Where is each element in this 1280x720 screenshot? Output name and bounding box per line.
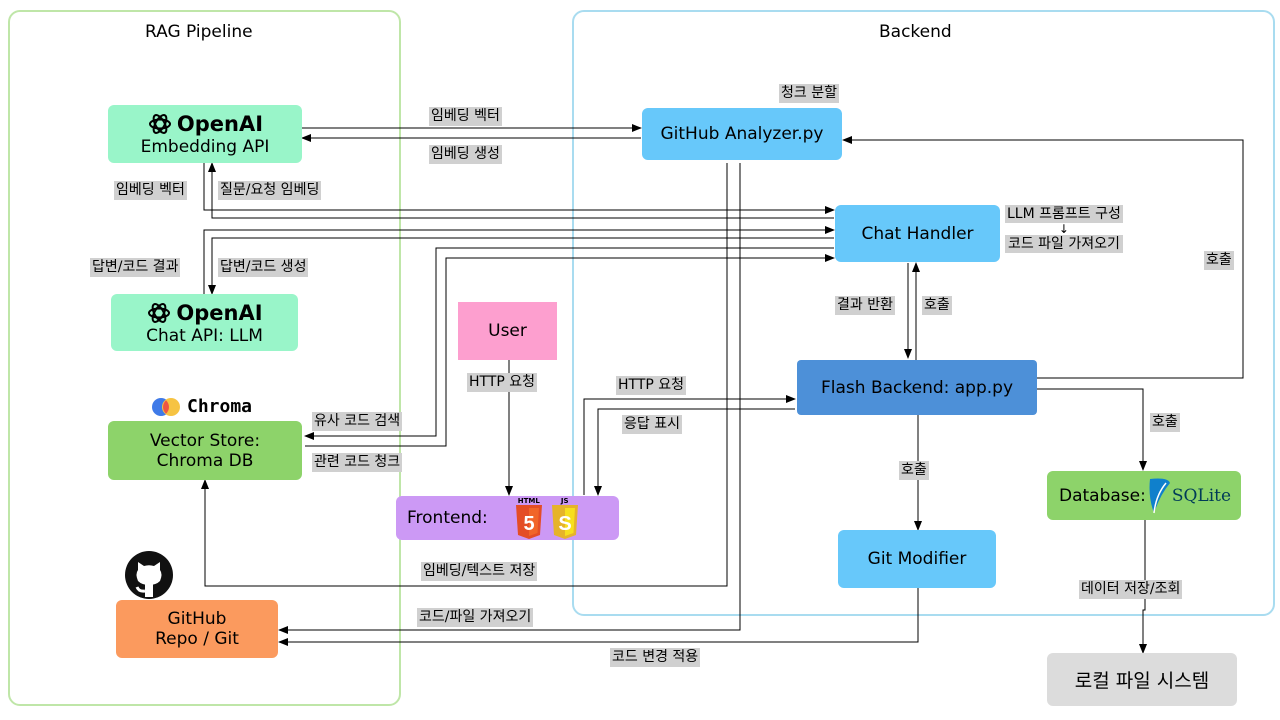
flash-backend-node[interactable]: Flash Backend: app.py — [797, 360, 1037, 415]
local-filesystem-label: 로컬 파일 시스템 — [1074, 670, 1210, 692]
llm-prompt-note: LLM 프롬프트 구성 ↓ 코드 파일 가져오기 — [1005, 205, 1123, 253]
related-code-chunk-label: 관련 코드 청크 — [312, 453, 403, 472]
embedding-vector-left-label: 임베딩 벡터 — [114, 181, 187, 200]
backend-group — [572, 10, 1275, 616]
git-modifier-node[interactable]: Git Modifier — [838, 530, 996, 588]
frontend-badges: HTML 5 JS S — [514, 497, 580, 539]
vector-store-line1: Vector Store: — [149, 430, 261, 451]
github-analyzer-node[interactable]: GitHub Analyzer.py — [642, 108, 842, 160]
answer-generate-label: 답변/코드 생성 — [218, 258, 309, 277]
database-node[interactable]: Database: SQLite — [1047, 471, 1241, 520]
openai-icon — [148, 114, 171, 134]
database-label: Database: — [1059, 485, 1146, 506]
user-label: User — [488, 321, 527, 341]
vector-store-node[interactable]: Vector Store: Chroma DB — [108, 421, 302, 480]
embedding-vector-top-label: 임베딩 벡터 — [429, 107, 502, 126]
result-return-label: 결과 반환 — [835, 296, 895, 315]
svg-text:S: S — [558, 513, 571, 535]
github-repo-line2: Repo / Git — [155, 629, 239, 649]
call-right-label: 호출 — [1204, 251, 1234, 270]
rag-pipeline-title: RAG Pipeline — [145, 22, 253, 42]
response-display-label: 응답 표시 — [622, 415, 682, 434]
question-embedding-label: 질문/요청 임베딩 — [218, 181, 322, 200]
embedding-text-store-label: 임베딩/텍스트 저장 — [421, 562, 538, 581]
github-repo-line1: GitHub — [167, 609, 227, 629]
frontend-node[interactable]: Frontend: HTML 5 JS S — [396, 496, 619, 540]
http-request-fe-label: HTTP 요청 — [616, 376, 687, 395]
github-icon — [125, 551, 173, 599]
chat-api-label: Chat API: LLM — [146, 325, 263, 346]
down-arrow-glyph: ↓ — [1058, 222, 1069, 236]
chat-api-node[interactable]: OpenAI Chat API: LLM — [111, 294, 298, 351]
js-icon: JS S — [550, 497, 580, 539]
js-badge-text: JS — [560, 497, 569, 505]
vector-store-line2: Chroma DB — [156, 450, 254, 471]
code-file-fetch-bottom-label: 코드/파일 가져오기 — [417, 608, 534, 627]
embedding-api-label: Embedding API — [140, 137, 270, 157]
llm-prompt-label: LLM 프롬프트 구성 — [1005, 205, 1123, 223]
code-change-apply-label: 코드 변경 적용 — [610, 648, 701, 667]
openai-icon — [148, 302, 171, 323]
chroma-logo: Chroma — [151, 396, 252, 417]
http-request-user-label: HTTP 요청 — [467, 373, 538, 392]
sqlite-logo: SQLite — [1146, 477, 1231, 515]
call-git-label: 호출 — [899, 461, 929, 480]
sqlite-text: SQLite — [1171, 485, 1232, 506]
github-repo-node[interactable]: GitHub Repo / Git — [116, 600, 278, 658]
frontend-label: Frontend: — [407, 508, 488, 528]
data-store-query-label: 데이터 저장/조회 — [1079, 580, 1183, 599]
sqlite-icon — [1149, 478, 1170, 513]
embedding-api-node[interactable]: OpenAI Embedding API — [108, 105, 302, 163]
user-node[interactable]: User — [458, 302, 557, 360]
html5-icon: HTML 5 — [514, 497, 544, 539]
html5-badge-text: HTML — [517, 497, 540, 505]
chat-handler-node[interactable]: Chat Handler — [835, 205, 1000, 262]
backend-title: Backend — [879, 22, 952, 42]
rag-pipeline-group — [8, 10, 401, 706]
flash-backend-label: Flash Backend: app.py — [820, 377, 1014, 398]
local-filesystem-node[interactable]: 로컬 파일 시스템 — [1047, 653, 1237, 706]
chroma-icon — [152, 397, 180, 416]
github-analyzer-label: GitHub Analyzer.py — [660, 124, 824, 144]
openai-logo: OpenAI — [146, 300, 263, 326]
chunk-split-label: 청크 분할 — [779, 84, 839, 103]
chat-handler-label: Chat Handler — [861, 223, 974, 244]
git-modifier-label: Git Modifier — [867, 549, 967, 569]
answer-result-label: 답변/코드 결과 — [90, 258, 181, 277]
code-file-fetch-label: 코드 파일 가져오기 — [1005, 235, 1123, 253]
svg-text:5: 5 — [523, 513, 534, 535]
call-up-label: 호출 — [922, 296, 952, 315]
chroma-text: Chroma — [187, 396, 253, 417]
call-db-label: 호출 — [1150, 413, 1180, 432]
openai-logo: OpenAI — [147, 111, 263, 137]
similar-code-search-label: 유사 코드 검색 — [312, 412, 403, 431]
openai-brand-text: OpenAI — [176, 300, 263, 325]
embedding-create-label: 임베딩 생성 — [429, 145, 502, 164]
openai-brand-text: OpenAI — [176, 112, 264, 136]
